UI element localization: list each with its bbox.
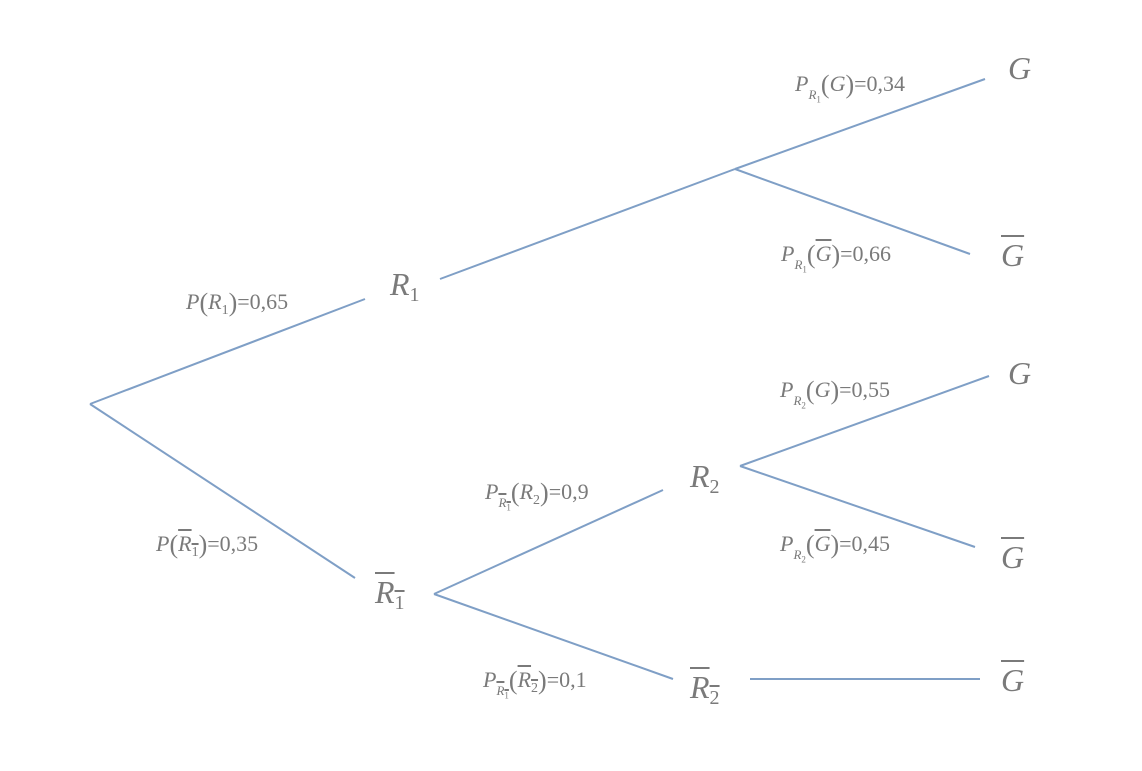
edge-root-r1 bbox=[89, 298, 366, 405]
label-p-g-given-r2: PR2(G)=0,55 bbox=[780, 376, 891, 411]
edge-split-g bbox=[734, 78, 986, 170]
edge-r1-split bbox=[439, 168, 736, 280]
edge-r2-gbar bbox=[739, 465, 976, 548]
label-p-r1: P(R1)=0,65 bbox=[186, 288, 289, 318]
edge-root-r1bar bbox=[89, 403, 356, 579]
node-gbar-top: G bbox=[1001, 237, 1025, 273]
node-r1: R1 bbox=[390, 266, 420, 306]
edge-r2-g bbox=[739, 375, 990, 467]
edge-r1bar-r2bar bbox=[433, 593, 674, 680]
label-p-r2bar-given-r1bar: PR1(R2)=0,1 bbox=[483, 666, 587, 701]
node-gbar-bottom: G bbox=[1001, 662, 1025, 698]
edge-r1bar-r2 bbox=[433, 489, 664, 595]
edge-split-gbar bbox=[734, 168, 971, 255]
label-p-r1bar: P(R1)=0,35 bbox=[156, 530, 259, 560]
node-r2bar: R2 bbox=[690, 669, 720, 709]
label-p-r2-given-r1bar: PR1(R2)=0,9 bbox=[485, 478, 589, 513]
label-p-g-given-r1: PR1(G)=0,34 bbox=[795, 70, 906, 105]
node-r2: R2 bbox=[690, 458, 720, 498]
node-g-mid: G bbox=[1008, 355, 1032, 391]
node-r1bar: R1 bbox=[375, 574, 405, 614]
node-g-top: G bbox=[1008, 50, 1032, 86]
node-gbar-mid: G bbox=[1001, 539, 1025, 575]
label-p-gbar-given-r2: PR2(G)=0,45 bbox=[780, 530, 891, 565]
label-p-gbar-given-r1: PR1(G)=0,66 bbox=[781, 240, 892, 275]
